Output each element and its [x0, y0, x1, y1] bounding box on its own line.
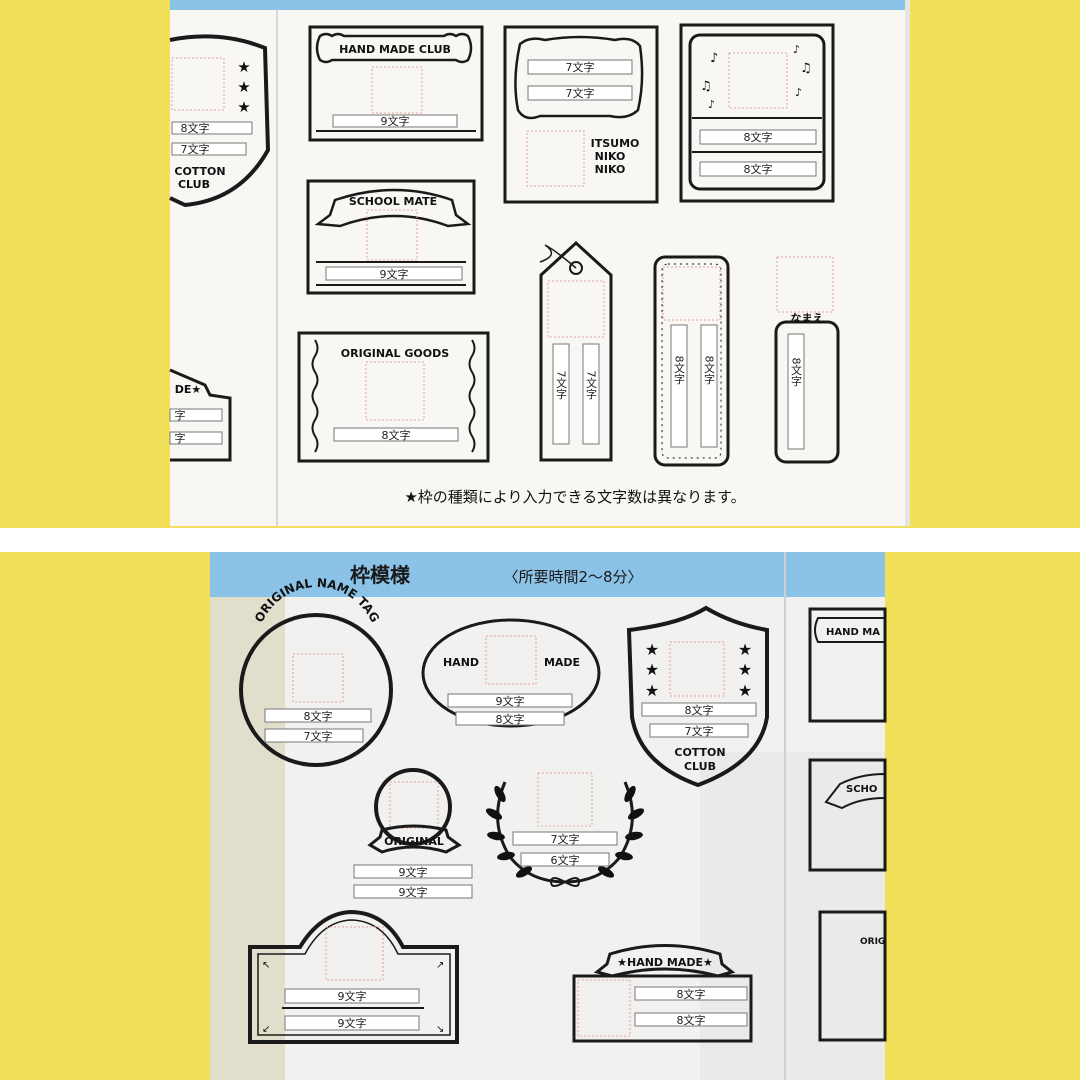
top-photo-canvas: ★ ★ ★ 8文字 7文字 COTTON CLUB HAND MADE CLUB… [0, 0, 1080, 528]
hand-made-oval-frame: HAND MADE 9文字 8文字 [421, 618, 601, 728]
namae-title: なまえ [791, 312, 824, 325]
original-goods-field: 8文字 [382, 428, 411, 442]
hand-made-oval-field1: 9文字 [496, 694, 525, 708]
shield-partial-field1: 8文字 [181, 121, 210, 135]
hand-made-banner-title: ★HAND MADE★ [617, 956, 713, 969]
itsumo-line1: ITSUMO [591, 137, 640, 150]
school-mate-title: SCHOOL MATE [349, 195, 437, 208]
shield-partial-field2: 7文字 [181, 142, 210, 156]
namae-frame: なまえ 8文字 [774, 256, 840, 464]
arrow-icon: ↗ [436, 960, 444, 971]
hand-made-banner-field2: 8文字 [677, 1013, 706, 1027]
itsumo-line3: NIKO [595, 163, 626, 176]
sheet-edge [905, 0, 910, 526]
name-tag-field2: 7文字 [304, 729, 333, 743]
cotton-field2: 7文字 [685, 724, 714, 738]
music-field2: 8文字 [744, 162, 773, 176]
hand-made-banner-field1: 8文字 [677, 987, 706, 1001]
ruler-field2: 8文字 [703, 356, 716, 385]
partial-right-label1: HAND MA [826, 627, 880, 638]
shield-partial: ★ ★ ★ 8文字 7文字 COTTON CLUB [169, 34, 271, 208]
shield-partial-line2: CLUB [178, 178, 210, 191]
ruler-field1: 8文字 [673, 356, 686, 385]
bottom-photo: 枠模様 〈所要時間2〜8分〉 ORIGINAL NAME TAG 8文字 7文字… [0, 552, 1080, 1080]
tape-overlay [210, 597, 285, 1080]
music-field1: 8文字 [744, 130, 773, 144]
music-note-icon: ♫ [700, 79, 712, 94]
blue-header [210, 552, 885, 597]
original-goods-frame: ORIGINAL GOODS 8文字 [297, 331, 490, 463]
music-note-icon: ♪ [708, 98, 715, 111]
laurel-frame: 7文字 6文字 [485, 772, 645, 887]
arch-field2: 9文字 [338, 1016, 367, 1030]
star-icon: ★ [738, 660, 752, 679]
tag-field2: 7文字 [585, 371, 598, 400]
namae-field: 8文字 [790, 358, 803, 387]
star-icon: ★ [237, 58, 250, 76]
hand-made-oval-right: MADE [544, 656, 580, 669]
music-frame: ♪ ♫ ♪ ♪ ♫ ♪ 8文字 8文字 [679, 23, 835, 203]
original-circle-field2: 9文字 [399, 885, 428, 899]
itsumo-niko-frame: 7文字 7文字 ITSUMO NIKO NIKO [503, 25, 659, 204]
music-note-icon: ♪ [793, 43, 800, 56]
original-banner: ORIGINAL [384, 835, 444, 848]
top-photo: ★ ★ ★ 8文字 7文字 COTTON CLUB HAND MADE CLUB… [0, 0, 1080, 528]
shield-partial-line1: COTTON [174, 165, 225, 178]
partial-bottom-left-frame: DE★ 字 字 [169, 368, 232, 462]
cotton-field1: 8文字 [685, 703, 714, 717]
footnote: ★枠の種類により入力できる文字数は異なります。 [404, 488, 745, 506]
tag-field1: 7文字 [555, 371, 568, 400]
bottom-photo-canvas: 枠模様 〈所要時間2〜8分〉 ORIGINAL NAME TAG 8文字 7文字… [0, 552, 1080, 1080]
laurel-field1: 7文字 [551, 832, 580, 846]
tag-frame: 7文字 7文字 [539, 240, 613, 462]
star-icon: ★ [237, 98, 250, 116]
itsumo-line2: NIKO [595, 150, 626, 163]
music-note-icon: ♪ [710, 51, 718, 66]
arch-frame: ↖ ↗ ↙ ↘ 9文字 9文字 [248, 909, 459, 1044]
music-note-icon: ♫ [800, 61, 812, 76]
original-circle-field1: 9文字 [399, 865, 428, 879]
partial-field1: 字 [175, 408, 186, 422]
hand-made-banner-frame: ★HAND MADE★ 8文字 8文字 [572, 944, 753, 1043]
music-note-icon: ♪ [795, 86, 802, 99]
star-icon: ★ [645, 681, 659, 700]
hand-made-club-frame: HAND MADE CLUB 9文字 [308, 25, 484, 142]
arrow-icon: ↘ [436, 1024, 444, 1035]
hand-made-oval-left: HAND [443, 656, 479, 669]
laurel-field2: 6文字 [551, 853, 580, 867]
itsumo-field2: 7文字 [566, 86, 595, 100]
hand-made-club-field: 9文字 [381, 114, 410, 128]
original-goods-title: ORIGINAL GOODS [341, 347, 449, 360]
partial-right-label2: SCHO [846, 784, 877, 795]
partial-right-label3: ORIG [860, 937, 885, 947]
itsumo-field1: 7文字 [566, 60, 595, 74]
partial-field2: 字 [175, 431, 186, 445]
bow-icon [549, 877, 581, 887]
arch-field1: 9文字 [338, 989, 367, 1003]
partial-right-frames: HAND MA SCHO ORIG [808, 607, 887, 1042]
star-icon: ★ [645, 660, 659, 679]
leaf-icon [485, 785, 645, 878]
star-icon: ★ [738, 681, 752, 700]
star-icon: ★ [645, 640, 659, 659]
school-mate-field: 9文字 [380, 267, 409, 281]
blue-strip [170, 0, 910, 10]
hand-made-oval-field2: 8文字 [496, 712, 525, 726]
cotton-line2: CLUB [684, 760, 716, 773]
cotton-line1: COTTON [674, 746, 725, 759]
arrow-icon: ↙ [262, 1024, 270, 1035]
star-icon: ★ [738, 640, 752, 659]
partial-banner: DE★ [175, 383, 202, 396]
header-subtitle: 〈所要時間2〜8分〉 [503, 568, 642, 586]
school-mate-frame: SCHOOL MATE 9文字 [306, 179, 476, 295]
name-tag-field1: 8文字 [304, 709, 333, 723]
arrow-icon: ↖ [262, 960, 270, 971]
cotton-club-shield-frame: ★ ★ ★ ★ ★ ★ 8文字 7文字 COTTON CLUB [626, 605, 769, 788]
hand-made-club-title: HAND MADE CLUB [339, 43, 451, 56]
header-title: 枠模様 [350, 563, 411, 587]
original-circle-frame: ORIGINAL 9文字 9文字 [353, 768, 473, 899]
ruler-frame: 8文字 8文字 [653, 255, 730, 467]
star-icon: ★ [237, 78, 250, 96]
